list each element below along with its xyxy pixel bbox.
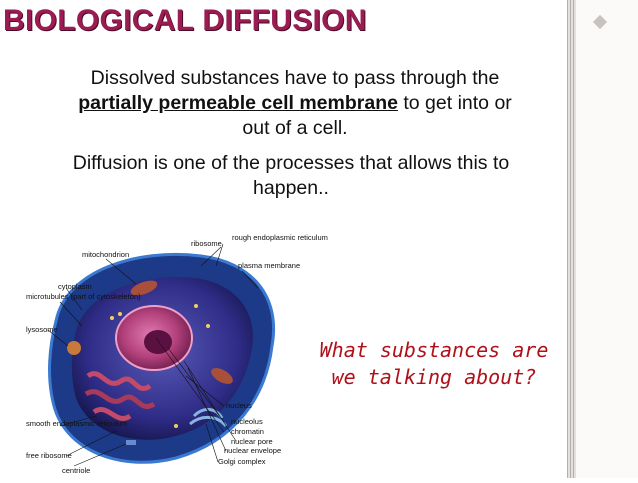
question-line: What substances are — [319, 338, 549, 362]
label-microtubules: microtubules (part of cytoskeleton) — [26, 292, 141, 301]
label-mitochondrion: mitochondrion — [82, 250, 130, 259]
paragraph-line: out of a cell. — [242, 117, 348, 139]
label-nuclear-pore: nuclear pore — [231, 437, 273, 446]
label-nucleolus: nucleolus — [231, 417, 263, 426]
paragraph-line: Dissolved substances have to pass throug… — [90, 67, 500, 89]
label-golgi: Golgi complex — [218, 457, 266, 466]
paragraph-diffusion: Diffusion is one of the processes that a… — [16, 151, 566, 201]
paragraph-line: happen.. — [253, 177, 329, 199]
paragraph-line: Diffusion is one of the processes that a… — [72, 152, 510, 174]
label-smooth-er: smooth endoplasmic reticulum — [26, 419, 128, 428]
slide-title: BIOLOGICAL DIFFUSION — [3, 4, 367, 37]
paragraph-line: partially permeable cell membrane to get… — [24, 91, 566, 116]
label-chromatin: chromatin — [231, 427, 264, 436]
question-line: we talking about? — [331, 365, 537, 389]
label-rough-er: rough endoplasmic reticulum — [232, 233, 328, 242]
label-ribosome: ribosome — [191, 239, 222, 248]
label-centriole: centriole — [62, 466, 91, 475]
label-plasma-membrane: plasma membrane — [238, 261, 301, 270]
diamond-icon — [592, 14, 608, 30]
question-text: What substances are we talking about? — [300, 337, 568, 391]
label-nuclear-envelope: nuclear envelope — [224, 446, 282, 455]
animal-cell-diagram: rough endoplasmic reticulum ribosome mit… — [26, 226, 328, 478]
label-free-ribosome: free ribosome — [26, 451, 72, 460]
paragraph-text: to get into or — [403, 92, 512, 114]
cell-illustration — [47, 243, 275, 467]
paragraph-membrane: Dissolved substances have to pass throug… — [24, 66, 566, 141]
label-lysosome: lysosome — [26, 325, 58, 334]
side-decoration — [568, 0, 638, 478]
side-stripe-band — [567, 0, 576, 478]
label-cytoplasm: cytoplasm — [58, 282, 92, 291]
key-term: partially permeable cell membrane — [78, 92, 398, 114]
label-nucleus: nucleus — [226, 401, 252, 410]
